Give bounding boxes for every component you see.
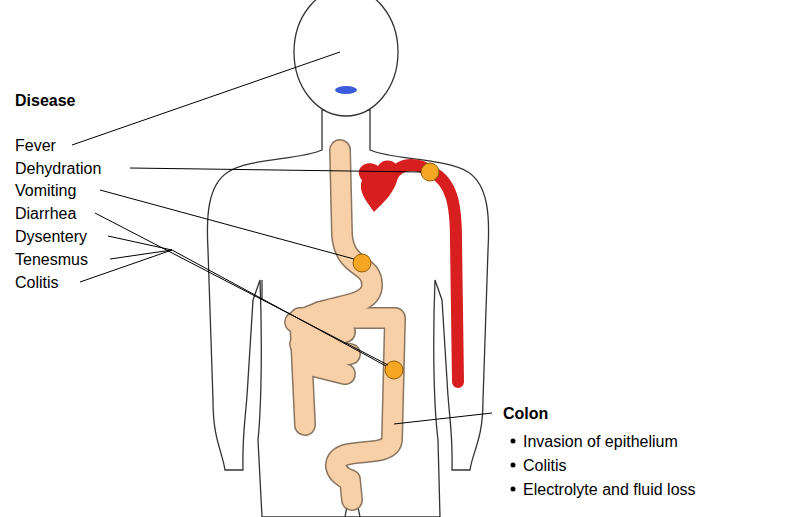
body-outline [207, 0, 488, 517]
organ-heading: Colon [503, 404, 548, 423]
symptom-label: Vomiting [15, 181, 76, 200]
mouth [335, 86, 357, 94]
symptom-label: Dysentery [15, 227, 87, 246]
bullet-dot [511, 439, 516, 492]
symptom-label: Tenesmus [15, 250, 88, 269]
heart-and-artery [359, 161, 458, 382]
symptom-label: Colitis [15, 273, 59, 292]
effect-item: Colitis [523, 456, 567, 475]
symptom-label: Dehydration [15, 159, 101, 178]
symptom-label: Diarrhea [15, 204, 76, 223]
leader-line [72, 52, 492, 424]
symptom-label: Fever [15, 136, 56, 155]
infection-site [353, 163, 439, 379]
effect-item: Electrolyte and fluid loss [523, 480, 696, 499]
list-heading: Disease [15, 91, 76, 110]
effect-item: Invasion of epithelium [523, 432, 678, 451]
